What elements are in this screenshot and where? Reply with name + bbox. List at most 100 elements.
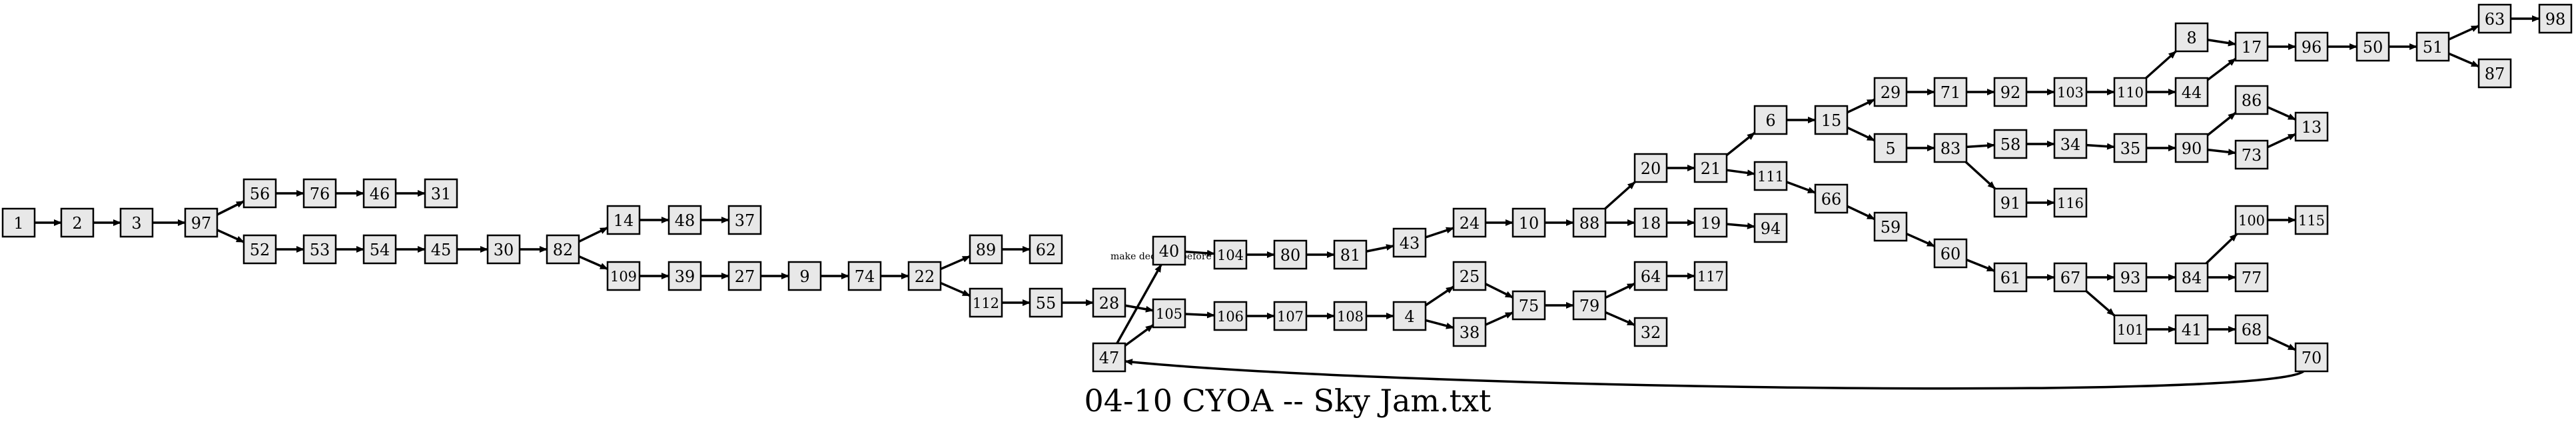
node-90: 90 [2174, 133, 2209, 163]
node-71: 71 [1933, 77, 1968, 107]
node-label: 17 [2242, 38, 2262, 57]
node-box [2234, 31, 2269, 62]
node-label: 109 [610, 269, 637, 285]
edge-51-to-87 [2448, 52, 2479, 68]
node-label: 35 [2120, 139, 2141, 158]
node-104: 104 [1213, 239, 1248, 270]
edge-81-to-43 [1366, 244, 1394, 253]
node-box [1814, 105, 1849, 135]
node-40: 40 [1152, 235, 1186, 266]
node-box [1213, 239, 1248, 270]
node-label: 52 [250, 241, 270, 259]
node-53: 53 [302, 234, 337, 265]
node-label: 107 [1277, 309, 1304, 325]
node-label: 98 [2545, 10, 2566, 29]
node-61: 61 [1993, 262, 2028, 293]
node-label: 108 [1337, 309, 1364, 325]
node-67: 67 [2053, 262, 2088, 293]
node-98: 98 [2538, 3, 2573, 34]
node-box [2294, 111, 2329, 142]
node-box [2053, 77, 2088, 107]
node-6: 6 [1753, 105, 1788, 135]
node-box [1753, 161, 1788, 191]
node-18: 18 [1633, 207, 1668, 238]
node-label: 75 [1519, 297, 1539, 315]
node-109: 109 [606, 261, 641, 291]
node-37: 37 [727, 205, 762, 235]
node-box [1273, 239, 1308, 270]
node-48: 48 [667, 205, 702, 235]
node-22: 22 [907, 261, 942, 291]
node-label: 89 [976, 241, 997, 259]
node-box [667, 261, 702, 291]
node-box [2234, 139, 2269, 170]
node-5: 5 [1873, 133, 1908, 163]
edge-34-to-35 [2086, 143, 2115, 150]
node-label: 101 [2117, 322, 2144, 338]
node-label: 61 [2000, 269, 2021, 287]
node-label: 4 [1404, 307, 1414, 326]
node-101: 101 [2113, 314, 2148, 345]
node-label: 44 [2182, 83, 2202, 102]
node-56: 56 [242, 178, 277, 209]
node-115: 115 [2294, 205, 2329, 235]
node-20: 20 [1633, 153, 1668, 183]
node-box [2294, 205, 2329, 235]
node-62: 62 [1029, 234, 1063, 265]
node-label: 80 [1280, 246, 1301, 265]
node-box [2477, 58, 2512, 89]
node-box [60, 207, 95, 238]
node-24: 24 [1452, 207, 1487, 238]
edge-28-to-105 [1124, 304, 1154, 313]
node-75: 75 [1511, 290, 1546, 321]
node-2: 2 [60, 207, 95, 238]
node-17: 17 [2234, 31, 2269, 62]
node-76: 76 [302, 178, 337, 209]
node-box [2113, 314, 2148, 345]
node-label: 34 [2060, 135, 2081, 154]
node-box [242, 234, 277, 265]
node-box [2234, 262, 2269, 293]
node-box [2053, 187, 2088, 218]
node-box [119, 207, 154, 238]
node-label: 1 [13, 214, 23, 233]
edge-105-to-106 [1184, 311, 1215, 319]
node-box [184, 207, 218, 238]
node-116: 116 [2053, 187, 2088, 218]
node-box [969, 234, 1003, 265]
node-label: 51 [2423, 38, 2443, 57]
node-52: 52 [242, 234, 277, 265]
node-label: 70 [2302, 349, 2322, 367]
node-box [2174, 77, 2209, 107]
node-box [1873, 133, 1908, 163]
node-label: 81 [1340, 246, 1361, 265]
node-label: 71 [1940, 83, 1961, 102]
node-box [1392, 227, 1427, 258]
node-35: 35 [2113, 133, 2148, 163]
node-label: 30 [494, 241, 514, 259]
node-106: 106 [1213, 301, 1248, 331]
node-label: 64 [1641, 267, 1661, 286]
node-label: 31 [431, 185, 452, 203]
node-21: 21 [1693, 153, 1728, 183]
edge-83-to-58 [1966, 142, 1995, 149]
node-58: 58 [1993, 129, 2028, 159]
edge-51-to-63 [2448, 25, 2479, 41]
edges-layer: make decision before [35, 15, 2540, 390]
edge-88-to-20 [1604, 181, 1636, 210]
node-label: 10 [1519, 214, 1539, 233]
node-label: 41 [2182, 321, 2202, 339]
node-74: 74 [847, 261, 882, 291]
node-label: 21 [1701, 159, 1721, 178]
edge-86-to-13 [2267, 106, 2296, 121]
node-15: 15 [1814, 105, 1849, 135]
node-38: 38 [1452, 317, 1487, 347]
node-box [2538, 3, 2573, 34]
node-64: 64 [1633, 261, 1668, 291]
node-box [1633, 261, 1668, 291]
node-45: 45 [424, 234, 458, 265]
node-label: 32 [1641, 323, 1661, 342]
node-box [606, 261, 641, 291]
node-label: 2 [72, 214, 82, 233]
node-87: 87 [2477, 58, 2512, 89]
